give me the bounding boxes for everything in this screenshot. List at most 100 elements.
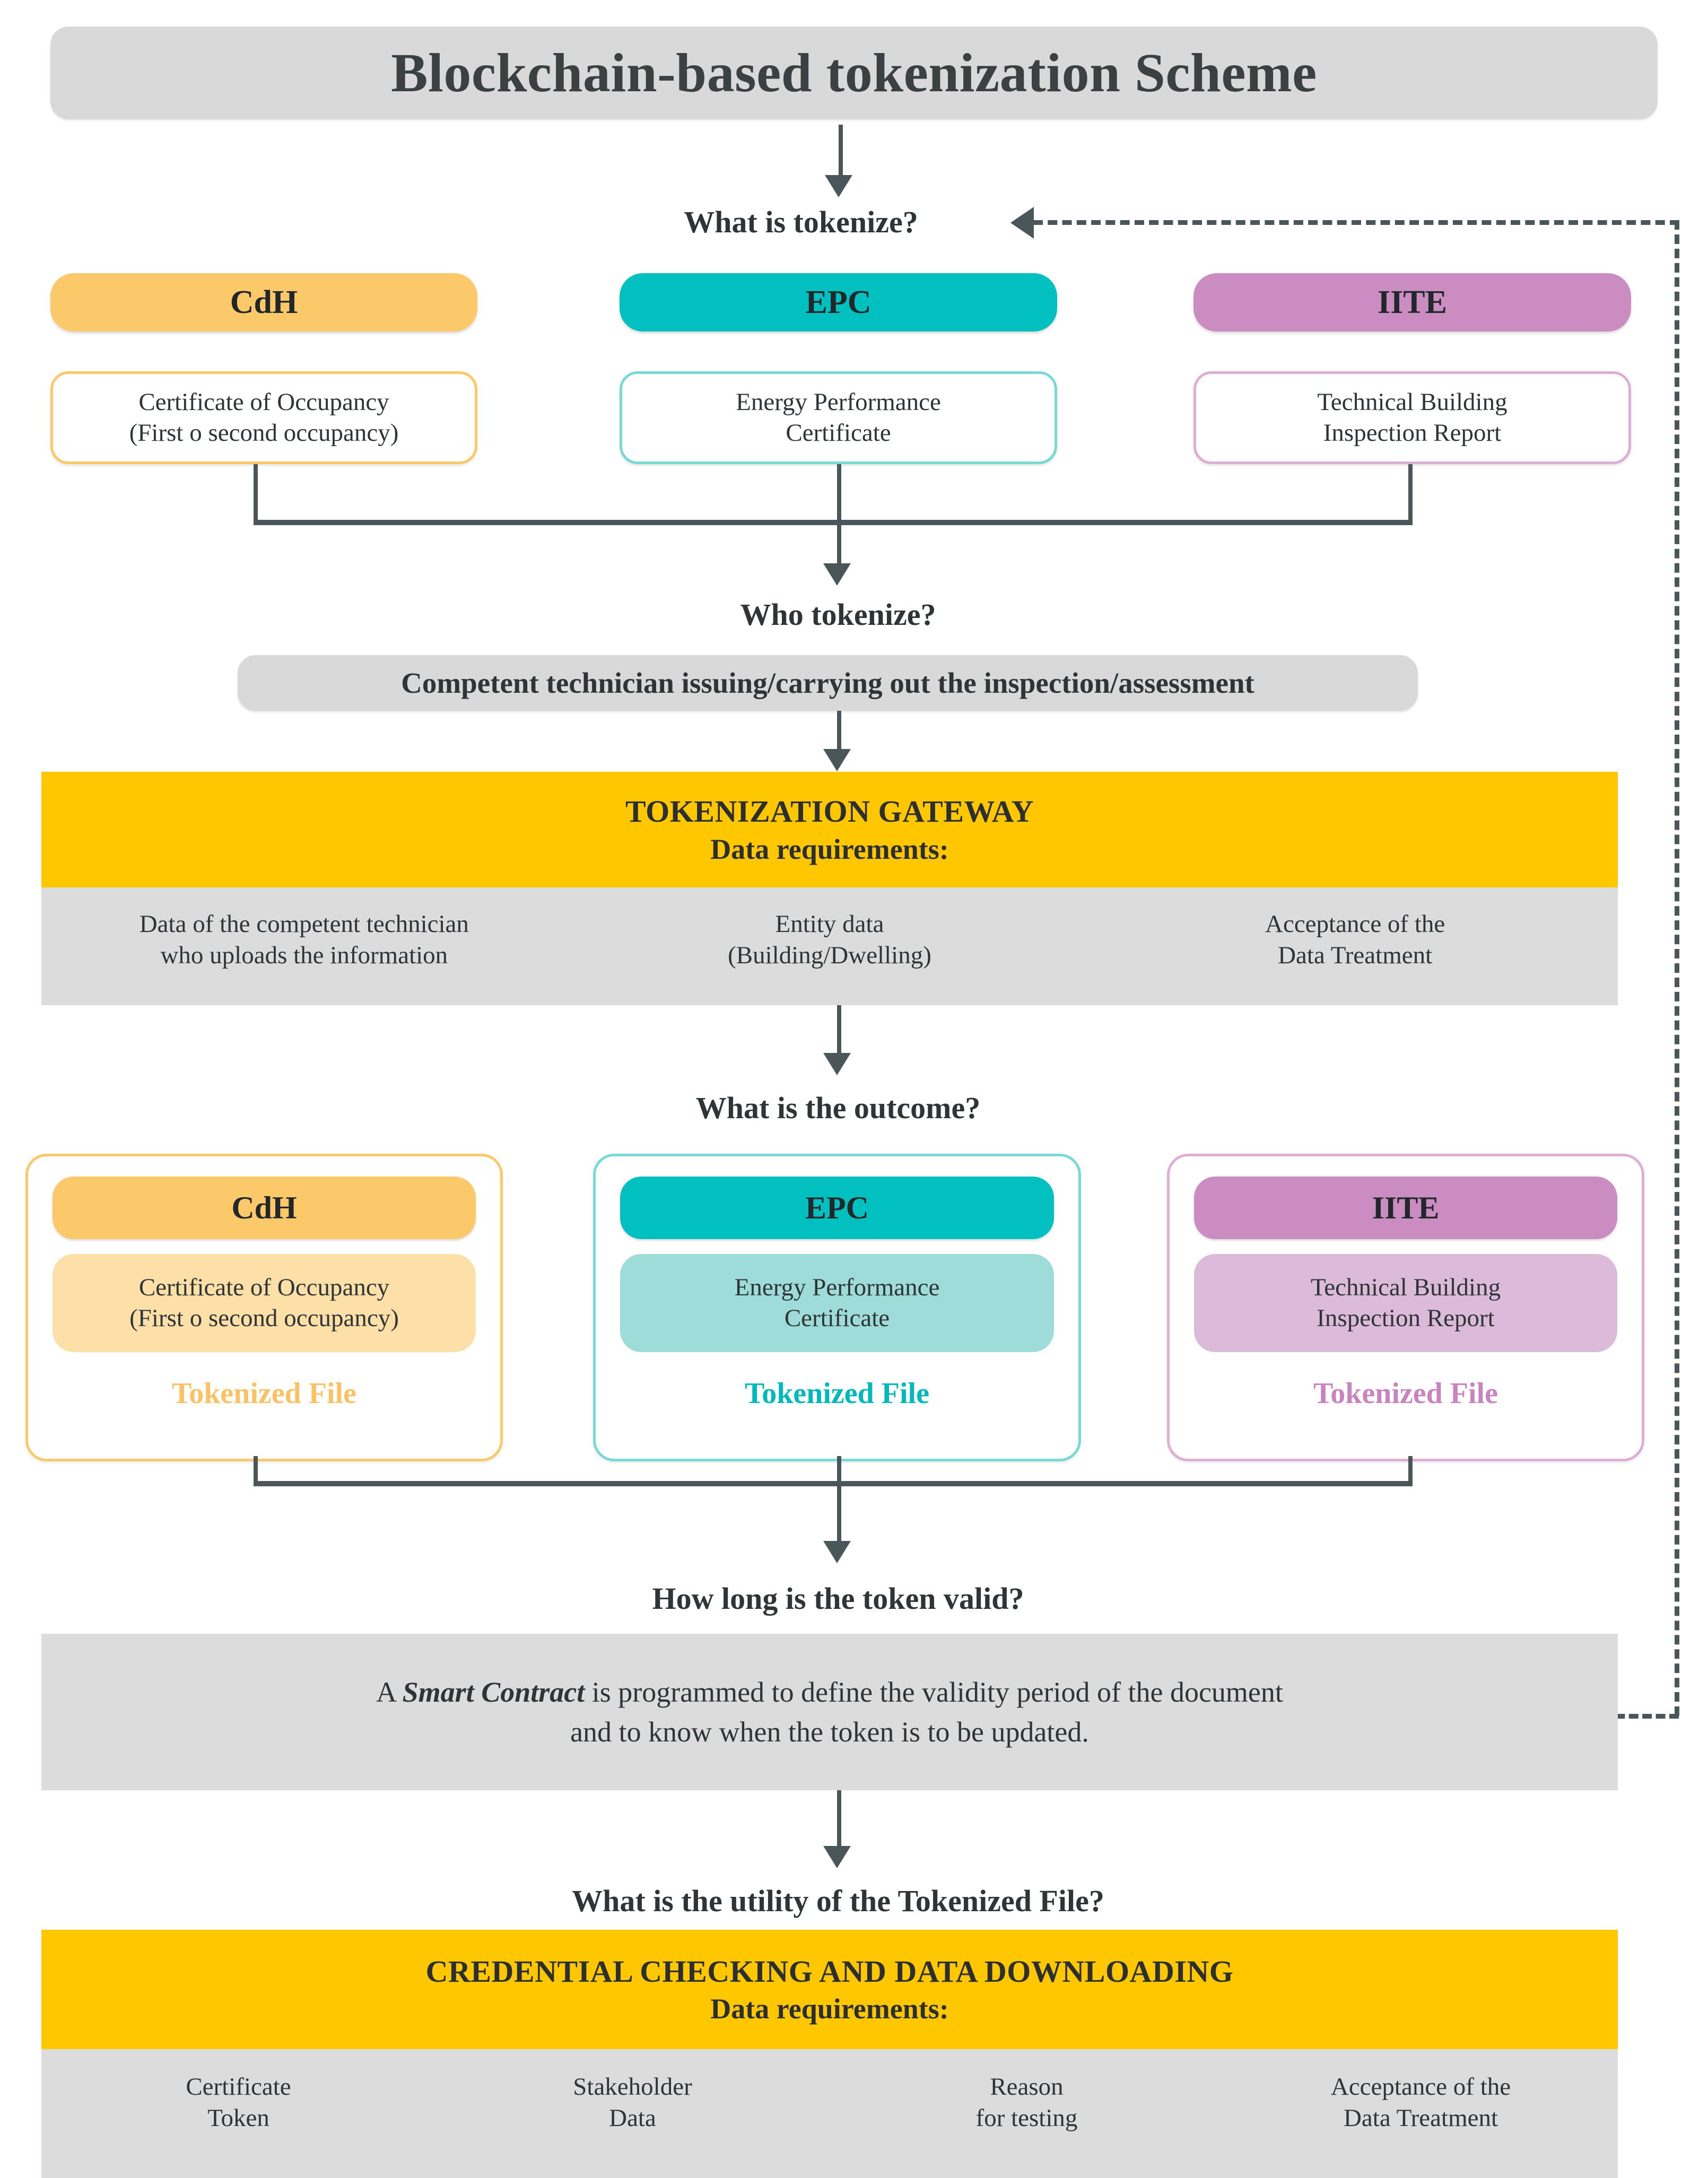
- credential-requirement-3-line1: Acceptance of the: [1330, 2073, 1511, 2101]
- gateway-requirement-0-line2: who uploads the information: [160, 941, 448, 969]
- outcome-card-cdh[interactable]: CdH Certificate of Occupancy (First o se…: [25, 1154, 503, 1461]
- outcome-card-cdh-desc: Certificate of Occupancy (First o second…: [53, 1254, 476, 1352]
- merge2-arrowhead: [823, 1541, 851, 1563]
- actor-label: Competent technician issuing/carrying ou…: [401, 667, 1254, 699]
- smart-contract-emphasis: Smart Contract: [402, 1676, 585, 1708]
- merge1-right-stub: [1408, 464, 1413, 524]
- gateway-requirement-2-line1: Acceptance of the: [1265, 910, 1445, 938]
- question-who-tokenize: Who tokenize?: [740, 597, 936, 632]
- credential-checking-requirements: Certificate Token Stakeholder Data Reaso…: [41, 2049, 1618, 2178]
- outcome-card-iite-tokenized-label: Tokenized File: [1313, 1377, 1498, 1410]
- outcome-card-iite[interactable]: IITE Technical Building Inspection Repor…: [1167, 1154, 1644, 1461]
- outcome-card-cdh-desc-text: Certificate of Occupancy (First o second…: [129, 1273, 399, 1334]
- outcome-card-epc[interactable]: EPC Energy Performance Certificate Token…: [593, 1154, 1081, 1461]
- merge2-right-stub: [1408, 1456, 1413, 1485]
- tokenization-gateway-heading: TOKENIZATION GATEWAY: [625, 794, 1034, 829]
- gateway-requirement-2-line2: Data Treatment: [1278, 941, 1433, 969]
- doc-desc-cdh-line1: Certificate of Occupancy: [138, 388, 389, 416]
- outcome-card-cdh-tokenized-label: Tokenized File: [172, 1377, 356, 1410]
- arrow-title-to-q1-head: [825, 175, 852, 197]
- arrow-gateway-to-q3-head: [823, 1053, 851, 1075]
- merge2-bus: [254, 1481, 1413, 1486]
- outcome-card-iite-line1: Technical Building: [1310, 1274, 1501, 1302]
- gateway-requirement-0: Data of the competent technician who upl…: [65, 909, 543, 971]
- credential-requirement-2-line1: Reason: [990, 2073, 1064, 2101]
- feedback-loop-arrowhead-icon: [1010, 207, 1034, 239]
- actor-box-competent-technician: Competent technician issuing/carrying ou…: [238, 655, 1418, 711]
- gateway-requirement-1-line2: (Building/Dwelling): [728, 941, 931, 969]
- credential-requirement-2-line2: for testing: [975, 2104, 1078, 2132]
- outcome-card-cdh-pill: CdH: [53, 1177, 476, 1239]
- arrow-sc-to-q5-line: [837, 1790, 841, 1854]
- question-what-is-the-outcome: What is the outcome?: [695, 1091, 981, 1125]
- question-what-is-tokenize: What is tokenize?: [684, 205, 918, 239]
- arrow-sc-to-q5-head: [823, 1846, 851, 1868]
- outcome-card-iite-line2: Inspection Report: [1317, 1304, 1495, 1332]
- question-what-is-the-utility: What is the utility of the Tokenized Fil…: [572, 1884, 1104, 1918]
- diagram-title-bar: Blockchain-based tokenization Scheme: [50, 27, 1658, 119]
- outcome-card-epc-line2: Certificate: [784, 1304, 890, 1332]
- merge1-left-stub: [254, 464, 258, 524]
- credential-requirement-0-line1: Certificate: [186, 2073, 291, 2101]
- outcome-card-epc-tokenized-label: Tokenized File: [745, 1377, 929, 1410]
- doc-pill-iite[interactable]: IITE: [1193, 273, 1631, 332]
- credential-requirement-1-line2: Data: [609, 2104, 656, 2132]
- arrow-actor-to-gateway-head: [823, 749, 851, 771]
- outcome-card-epc-pill: EPC: [620, 1177, 1054, 1239]
- credential-checking-subheading: Data requirements:: [710, 1993, 949, 2025]
- outcome-card-epc-desc: Energy Performance Certificate: [620, 1254, 1054, 1352]
- outcome-card-epc-desc-text: Energy Performance Certificate: [735, 1273, 940, 1334]
- page-title: Blockchain-based tokenization Scheme: [391, 42, 1317, 103]
- credential-requirement-0: Certificate Token: [58, 2071, 419, 2134]
- outcome-card-cdh-line1: Certificate of Occupancy: [138, 1274, 390, 1302]
- doc-desc-cdh-text: Certificate of Occupancy (First o second…: [129, 387, 399, 448]
- doc-pill-epc[interactable]: EPC: [620, 273, 1057, 332]
- outcome-card-iite-code: IITE: [1372, 1190, 1440, 1225]
- doc-pill-cdh-label: CdH: [230, 284, 298, 320]
- gateway-requirement-1: Entity data (Building/Dwelling): [591, 909, 1068, 971]
- doc-desc-epc-line1: Energy Performance: [736, 388, 941, 416]
- outcome-card-epc-line1: Energy Performance: [734, 1274, 940, 1302]
- doc-desc-cdh-line2: (First o second occupancy): [129, 419, 399, 447]
- outcome-card-iite-desc-text: Technical Building Inspection Report: [1311, 1273, 1501, 1334]
- feedback-loop-right-segment: [1675, 220, 1679, 1716]
- smart-contract-box: A Smart Contract is programmed to define…: [41, 1634, 1618, 1790]
- doc-pill-epc-label: EPC: [805, 284, 872, 320]
- outcome-card-epc-code: EPC: [805, 1190, 869, 1225]
- gateway-requirement-2: Acceptance of the Data Treatment: [1117, 909, 1594, 971]
- smart-contract-line2: and to know when the token is to be upda…: [570, 1715, 1089, 1748]
- tokenization-gateway-requirements: Data of the competent technician who upl…: [41, 887, 1618, 1005]
- arrow-gateway-to-q3-line: [837, 1005, 841, 1061]
- credential-checking-header: CREDENTIAL CHECKING AND DATA DOWNLOADING…: [41, 1930, 1618, 2049]
- outcome-card-iite-pill: IITE: [1194, 1177, 1617, 1239]
- arrow-actor-to-gateway-line: [837, 711, 841, 756]
- doc-desc-epc-line2: Certificate: [786, 419, 891, 447]
- feedback-loop-top-segment: [1033, 220, 1679, 225]
- credential-requirement-3-line2: Data Treatment: [1343, 2104, 1498, 2132]
- doc-desc-cdh: Certificate of Occupancy (First o second…: [50, 371, 477, 464]
- outcome-card-iite-desc: Technical Building Inspection Report: [1194, 1254, 1617, 1352]
- credential-requirement-3: Acceptance of the Data Treatment: [1241, 2071, 1601, 2134]
- doc-pill-cdh[interactable]: CdH: [50, 273, 477, 332]
- doc-pill-iite-label: IITE: [1378, 284, 1447, 320]
- smart-contract-text: A Smart Contract is programmed to define…: [376, 1672, 1283, 1752]
- credential-requirement-0-line2: Token: [207, 2104, 269, 2132]
- gateway-requirement-1-line1: Entity data: [775, 910, 884, 938]
- arrow-title-to-q1-line: [839, 125, 843, 182]
- credential-requirement-2: Reason for testing: [847, 2071, 1207, 2134]
- question-how-long-is-the-token-valid: How long is the token valid?: [652, 1581, 1024, 1616]
- doc-desc-iite: Technical Building Inspection Report: [1193, 371, 1631, 464]
- outcome-card-cdh-code: CdH: [231, 1190, 297, 1225]
- smart-contract-lead: A: [376, 1676, 403, 1708]
- gateway-requirement-0-line1: Data of the competent technician: [139, 910, 469, 938]
- credential-checking-heading: CREDENTIAL CHECKING AND DATA DOWNLOADING: [425, 1954, 1234, 1989]
- doc-desc-iite-line1: Technical Building: [1317, 388, 1507, 416]
- doc-desc-epc-text: Energy Performance Certificate: [736, 387, 941, 448]
- doc-desc-iite-text: Technical Building Inspection Report: [1317, 387, 1507, 448]
- outcome-card-cdh-line2: (First o second occupancy): [129, 1304, 399, 1332]
- merge1-center-drop: [837, 464, 841, 570]
- smart-contract-line1-rest: is programmed to define the validity per…: [585, 1676, 1283, 1708]
- doc-desc-epc: Energy Performance Certificate: [620, 371, 1057, 464]
- credential-requirement-1-line1: Stakeholder: [573, 2073, 692, 2101]
